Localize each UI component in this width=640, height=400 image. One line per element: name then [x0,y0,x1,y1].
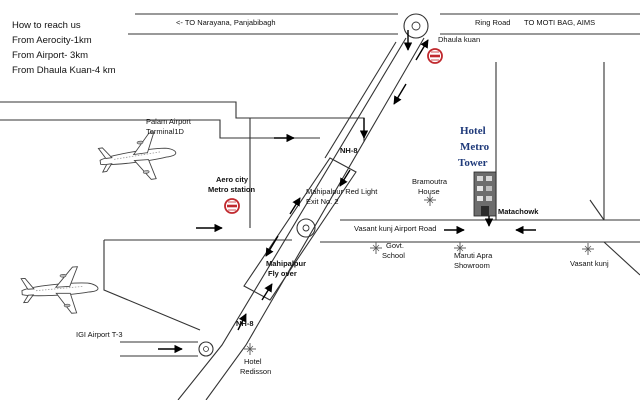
directions-line: From Aerocity-1km [12,35,92,46]
roundabout-icon [302,224,310,232]
nh8-inner-lane [324,41,397,159]
place-label-govt-school: Govt. [386,241,404,250]
direction-arrow-icon [393,83,407,105]
hotel-name: Tower [458,157,488,169]
road-label-ring-road-dest: TO MOTI BAG, AIMS [524,18,595,27]
landmark-star-icon [369,241,383,255]
directions-line: From Dhaula Kuan-4 km [12,65,116,76]
direction-arrow-icon [415,39,429,61]
place-label-igi-airport: IGI Airport T-3 [76,330,123,339]
place-label-matachowk: Matachowk [498,207,539,216]
place-label-radisson: Hotel [244,357,262,366]
road-label-vasant-kunj: Vasant kunj Airport Road [354,224,436,233]
road-label-ring-road: Ring Road [475,18,510,27]
airplane-icon [96,129,180,187]
nh8-left-edge [177,37,407,400]
direction-arrow-icon [237,313,247,331]
place-label-red-light: Mahipalpur Red Light [306,187,378,196]
igi-roundabout [198,341,214,357]
place-label-aerocity: Metro station [208,185,256,194]
road-label-nh8: NH-8 [340,146,358,155]
building-photo-icon [473,171,497,227]
road-label-top-left: <- TO Narayana, Panjabibagh [176,18,276,27]
place-label-dhaula-kuan: Dhaula kuan [438,35,480,44]
direction-arrow-icon [265,235,279,257]
hotel-name: Hotel [460,125,486,137]
place-label-govt-school: School [382,251,405,260]
palam-road-lower [0,119,320,139]
metro-icon [427,48,443,64]
directions-line: From Airport- 3km [12,50,88,61]
place-label-flyover: Fly over [268,269,297,278]
direction-arrow-icon [339,169,351,187]
mahipalpur-flyover [243,157,357,301]
roundabout-icon [411,21,421,31]
metro-icon [224,198,240,214]
place-label-red-light: Exit No. 2 [306,197,339,206]
place-label-bramputra: Bramoutra [412,177,448,186]
place-label-bramputra: House [418,187,440,196]
road-label-nh8: NH-8 [236,319,254,328]
place-label-flyover: Mahipalpur [266,259,306,268]
east-road-curve [603,241,640,276]
west-road-bend [103,240,201,331]
dhaula-kuan-roundabout [403,13,429,39]
place-label-maruti: Maruti Apra [454,251,493,260]
directions-block: How to reach us From Aerocity-1km From A… [12,20,116,76]
direction-arrow-icon [289,197,301,215]
roundabout-icon [203,346,209,352]
directions-title: How to reach us [12,20,81,31]
direction-arrows [158,30,536,354]
place-label-radisson: Redisson [240,367,271,376]
place-label-vasant-kunj: Vasant kunj [570,259,609,268]
place-label-palam: Palam Airport [146,117,192,126]
airplane-icon [20,264,101,318]
nh8-right-edge [205,37,425,400]
matachowk-road-curve [589,199,605,221]
landmark-star-icon [581,242,595,256]
direction-arrow-icon [261,283,273,301]
hotel-name: Metro [460,141,490,153]
place-label-palam: Terminal1D [146,127,185,136]
place-label-aerocity: Aero city [216,175,249,184]
place-label-maruti: Showroom [454,261,490,270]
mahipalpur-roundabout [296,218,316,238]
